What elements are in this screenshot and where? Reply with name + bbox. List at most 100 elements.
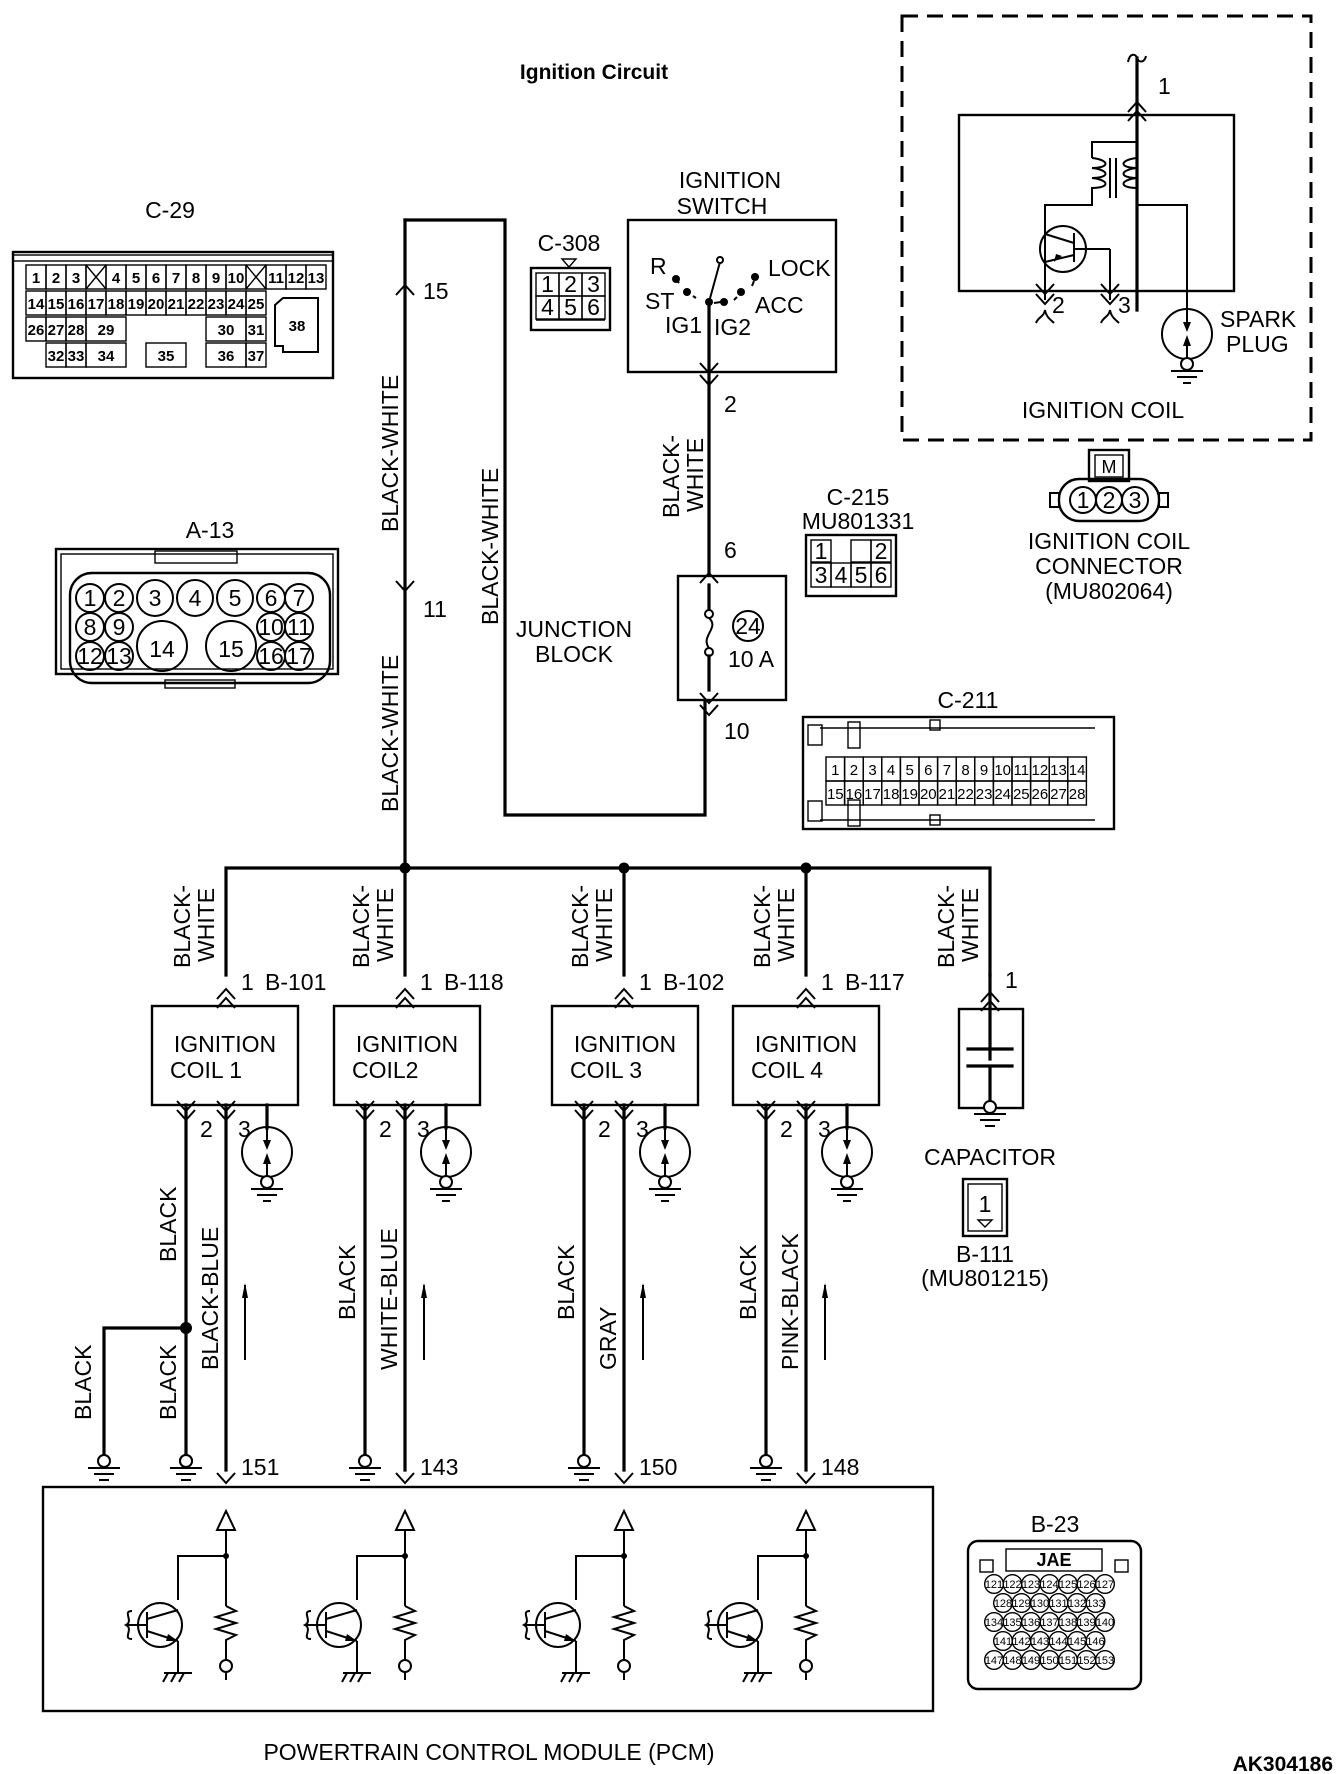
wire-color-label: BLACK- [169, 885, 195, 968]
switch-pos-ig2: IG2 [714, 314, 751, 340]
capacitor: 1 CAPACITOR 1 B-111 (MU801215) [921, 967, 1056, 1291]
a13-pin: 5 [229, 585, 242, 611]
c211-pin: 10 [994, 762, 1011, 779]
coil-pin-3: 3 [238, 1116, 251, 1142]
c29-pin: 21 [168, 296, 185, 313]
c29-pin: 16 [68, 296, 85, 313]
coil-connector-id: B-118 [444, 969, 504, 995]
a13-pin: 17 [286, 643, 312, 669]
b23-pin: 153 [1096, 1655, 1114, 1667]
coil-detail-pin-1: 1 [1158, 73, 1171, 99]
c211-pin: 13 [1050, 762, 1067, 779]
wire-color-label: BLACK-BLUE [197, 1227, 223, 1370]
coil-label: IGNITION [356, 1031, 458, 1057]
a13-pin: 15 [218, 636, 244, 662]
c29-pin: 38 [289, 318, 306, 335]
b23-pin: 131 [1049, 1598, 1067, 1610]
wire-color-label: BLACK-WHITE [477, 468, 503, 625]
wire-color-label: BLACK [155, 1344, 181, 1420]
c29-pin: 31 [248, 322, 265, 339]
c211-pin: 7 [943, 762, 951, 779]
b23-pin: 152 [1077, 1655, 1095, 1667]
a13-pin: 10 [258, 614, 284, 640]
ign-switch-pin-2: 2 [724, 391, 737, 417]
c29-pin: 12 [288, 270, 305, 287]
coil-connector-key: M [1102, 457, 1117, 477]
coil-detail-pin-3: 3 [1118, 292, 1131, 318]
c211-pin: 20 [920, 786, 937, 803]
coil-connector-label: IGNITION COIL [1028, 528, 1191, 554]
c308-pin: 2 [564, 271, 577, 297]
connector-a13-label: A-13 [186, 517, 235, 543]
c308-pin: 3 [587, 271, 600, 297]
c29-pin: 17 [88, 296, 105, 313]
c211-pin: 5 [906, 762, 914, 779]
b23-pin: 137 [1040, 1617, 1058, 1629]
coil-pin-2: 2 [780, 1116, 793, 1142]
c211-pin: 15 [827, 786, 844, 803]
switch-pos-r: R [650, 253, 667, 279]
pcm-driver-stage-3 [521, 1508, 638, 1683]
fuse-number: 24 [735, 613, 761, 639]
b23-pin: 129 [1012, 1598, 1030, 1610]
c29-pin: 20 [148, 296, 165, 313]
wire-color-label: BLACK- [567, 885, 593, 968]
c29-pin: 14 [28, 296, 45, 313]
a13-pin: 14 [149, 636, 175, 662]
pcm-driver-stage-1 [123, 1508, 240, 1683]
c211-pin: 18 [883, 786, 900, 803]
connector-b111-part: (MU801215) [921, 1265, 1049, 1291]
a13-pin: 11 [287, 614, 311, 640]
c215-pin: 2 [875, 538, 888, 564]
wire-color-label: BLACK [334, 1244, 360, 1320]
coil-connector-pin: 2 [1103, 487, 1116, 513]
c211-pin: 12 [1032, 762, 1049, 779]
c29-pin: 29 [98, 322, 115, 339]
b23-pin: 135 [1003, 1617, 1021, 1629]
c308-pin: 4 [541, 294, 554, 320]
pcm-pin-number: 150 [639, 1454, 677, 1480]
c211-pin: 17 [864, 786, 881, 803]
a13-pin-15: 15 [423, 278, 449, 304]
coil-connector-label: CONNECTOR [1035, 553, 1183, 579]
coil-pin-1: 1 [821, 969, 834, 995]
c308-pin: 1 [541, 271, 554, 297]
connector-c29-label: C-29 [145, 197, 195, 223]
b23-pin: 148 [1003, 1655, 1021, 1667]
b23-pin: 133 [1086, 1598, 1104, 1610]
wire-color-label: WHITE [957, 888, 983, 962]
capacitor-label: CAPACITOR [924, 1144, 1056, 1170]
wire-color-label: WHITE [773, 888, 799, 962]
ignition-switch-label: SWITCH [677, 193, 768, 219]
connector-b111-label: B-111 [956, 1241, 1014, 1267]
c29-pin: 8 [192, 270, 200, 287]
fuse-rating: 10 A [728, 646, 775, 672]
connector-c215-part: MU801331 [802, 508, 915, 534]
connector-c211: C-211 1152163174185196207218229231024112… [801, 687, 1116, 831]
c211-pin: 2 [850, 762, 858, 779]
connector-c211-label: C-211 [938, 687, 999, 713]
c211-pin: 28 [1069, 786, 1086, 803]
c211-pin: 16 [846, 786, 863, 803]
wire-color-label: WHITE [193, 888, 219, 962]
b23-pin: 147 [985, 1655, 1003, 1667]
c29-pin: 3 [72, 270, 80, 287]
c29-pin: 36 [218, 348, 235, 365]
c211-pin: 3 [868, 762, 876, 779]
wire-color-label: BLACK [735, 1244, 761, 1320]
coil-label: COIL2 [352, 1057, 418, 1083]
a13-pin: 7 [293, 585, 306, 611]
a13-pin: 6 [265, 585, 278, 611]
c211-pin: 21 [939, 786, 956, 803]
a13-pin: 9 [113, 614, 126, 640]
c211-pin: 19 [901, 786, 918, 803]
c211-pin: 6 [924, 762, 932, 779]
b23-pin: 125 [1059, 1579, 1077, 1591]
pcm-pin-number: 143 [420, 1454, 458, 1480]
a13-pin: 3 [149, 585, 162, 611]
coil-pin-2: 2 [379, 1116, 392, 1142]
